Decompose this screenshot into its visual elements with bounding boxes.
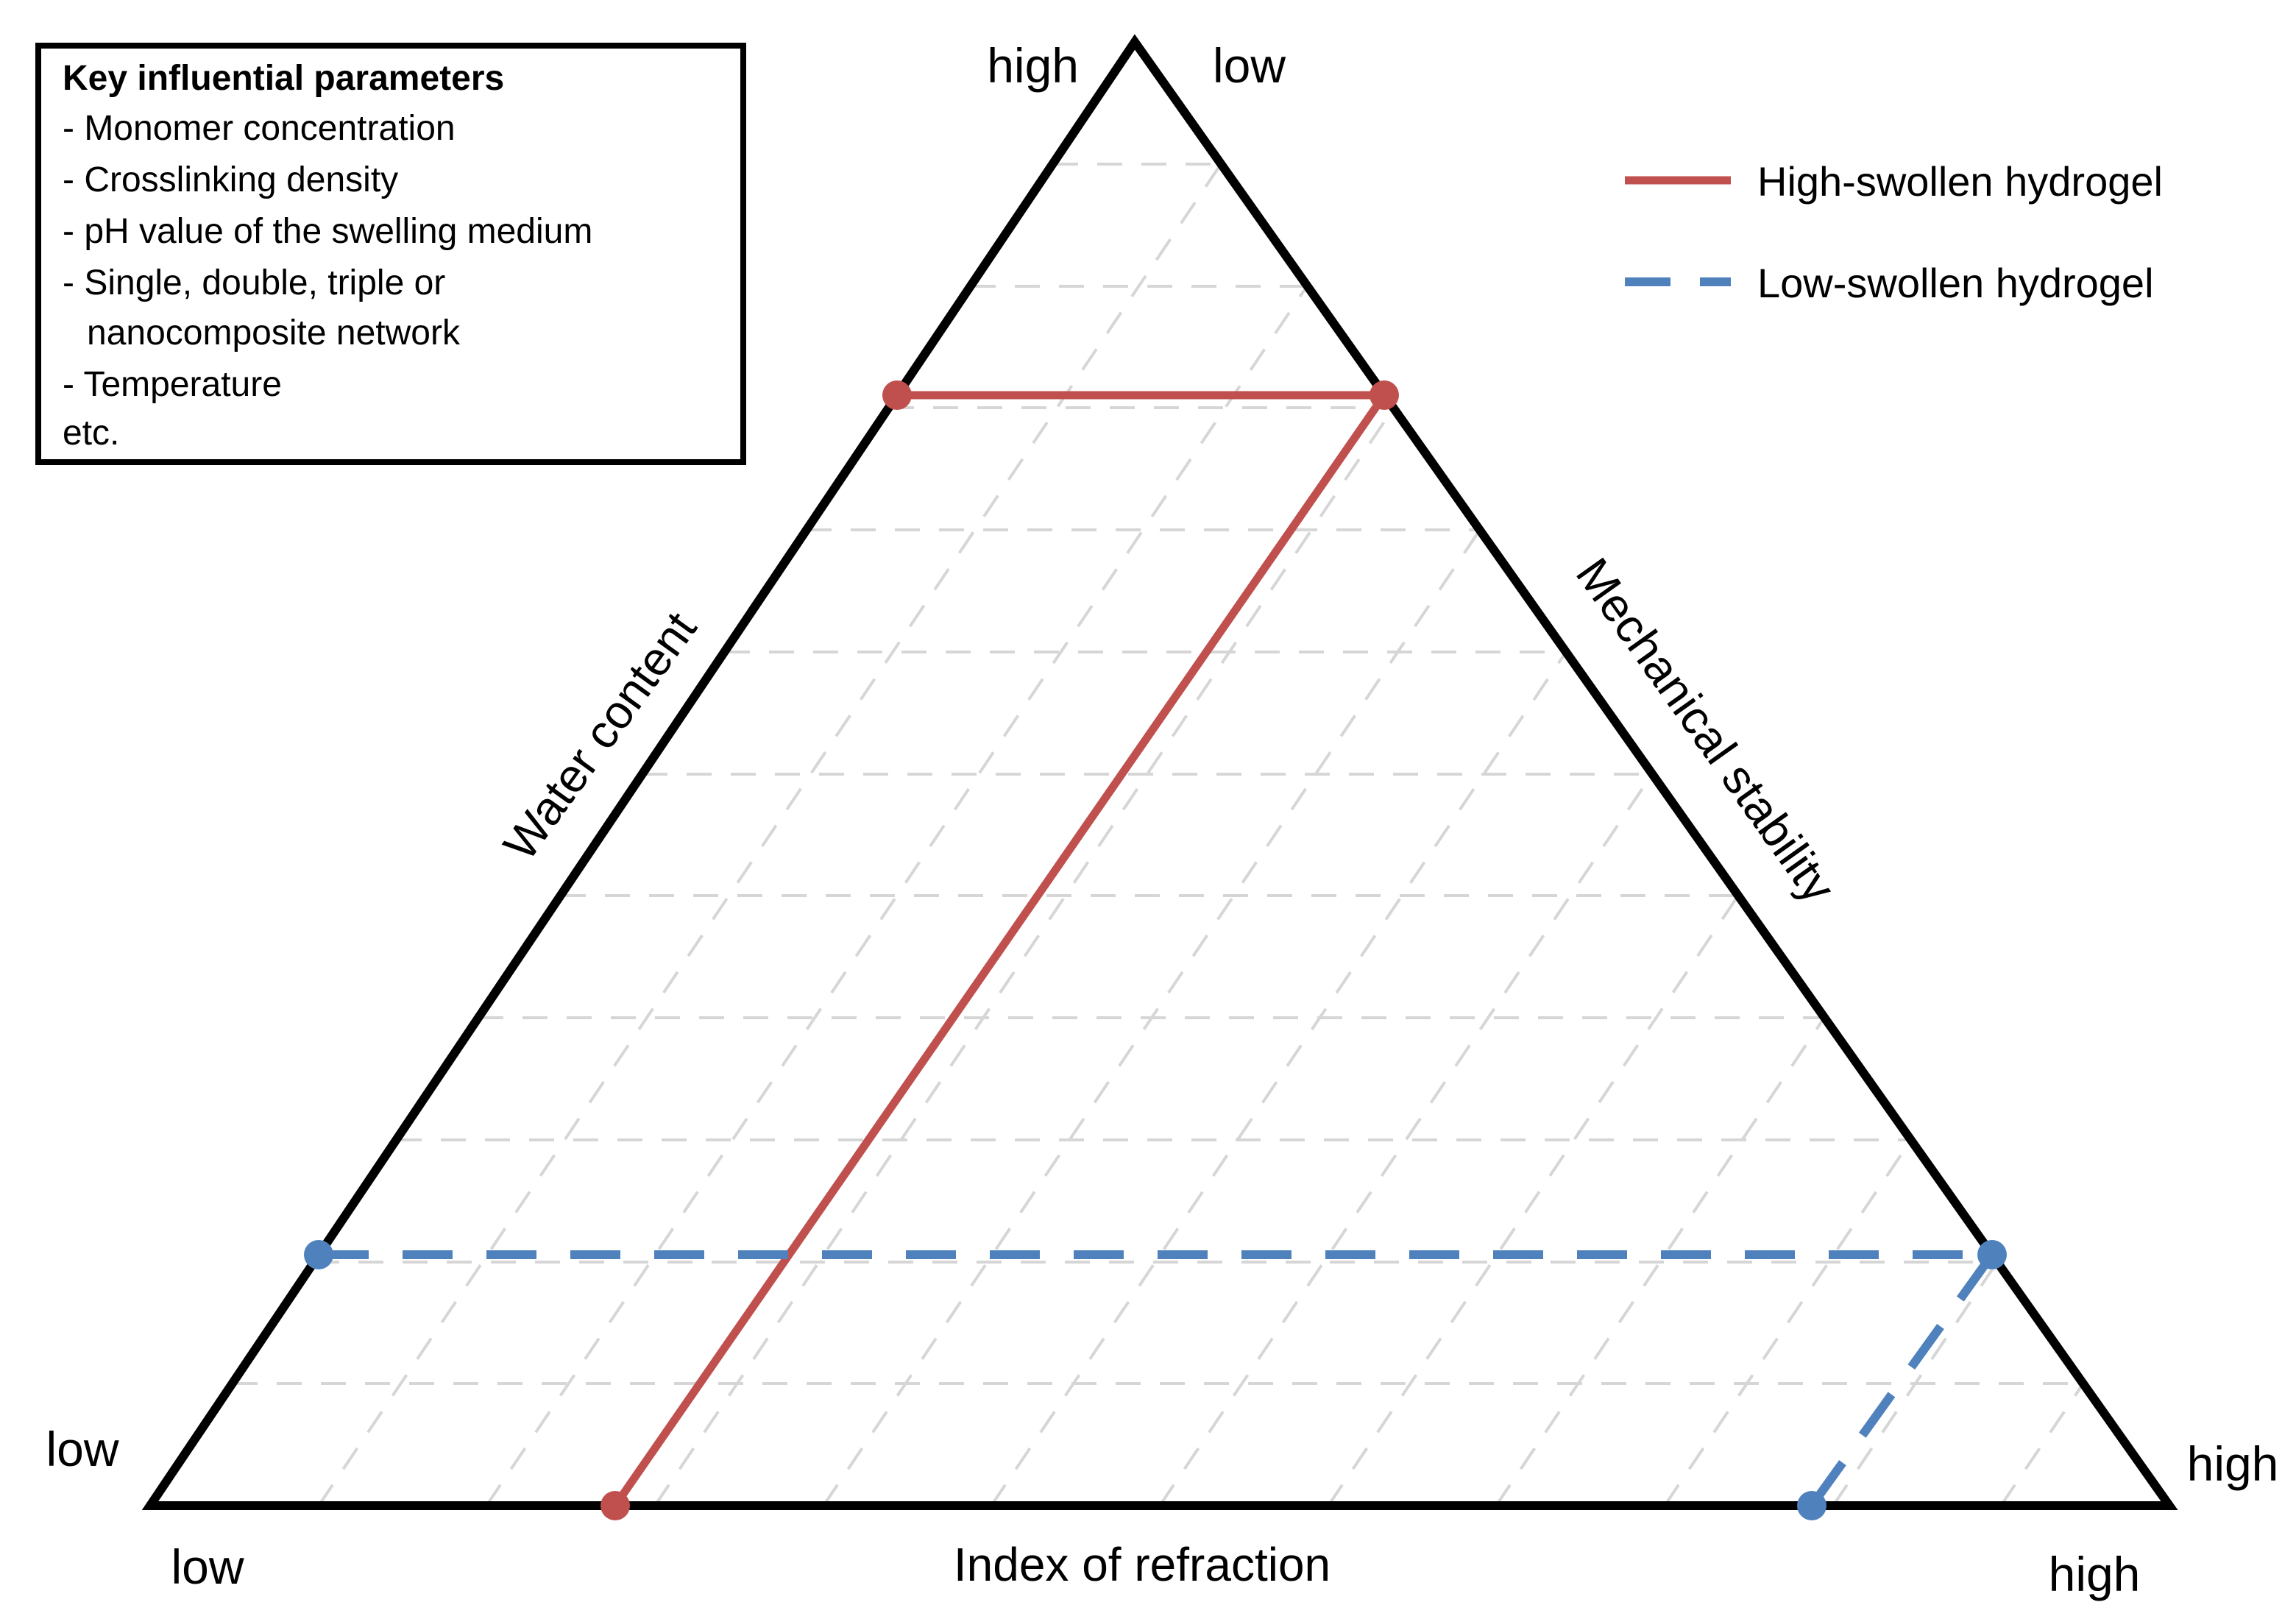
key-box-item: - Temperature <box>63 365 282 404</box>
gridline <box>822 528 1481 1507</box>
gridline <box>1495 1016 1826 1507</box>
legend-label-low-swollen: Low-swollen hydrogel <box>1757 260 2154 306</box>
high-swollen-path <box>612 391 1389 1509</box>
data-dot <box>1797 1491 1826 1520</box>
key-box-item: - Single, double, triple or <box>63 263 445 302</box>
key-parameters-box: Key influential parameters - Monomer con… <box>35 43 746 465</box>
gridline <box>1663 1138 1913 1507</box>
right-axis-title: Mechanical stability <box>1566 548 1846 912</box>
series-low-swollen <box>304 1240 2007 1520</box>
key-box-item: - pH value of the swelling medium <box>63 212 592 251</box>
apex-right-label: low <box>1213 38 1286 93</box>
gridline <box>990 651 1567 1507</box>
data-dot <box>304 1240 333 1269</box>
key-box-item: - Crosslinking density <box>63 160 398 199</box>
data-dot <box>1977 1240 2007 1269</box>
gridline <box>653 406 1395 1507</box>
bottom-left-label: low <box>171 1540 244 1594</box>
legend: High-swollen hydrogel Low-swollen hydrog… <box>1625 158 2163 306</box>
key-box-item: - Monomer concentration <box>63 109 456 148</box>
bottom-axis-title: Index of refraction <box>954 1538 1331 1591</box>
key-box-border <box>35 43 746 465</box>
low-swollen-path <box>319 1250 1996 1509</box>
key-box-item: etc. <box>63 414 119 453</box>
gridline <box>1327 894 1740 1507</box>
key-box-title: Key influential parameters <box>63 59 504 98</box>
gridline <box>1158 773 1654 1507</box>
ternary-triangle-outline <box>141 34 2178 1510</box>
gridline <box>317 163 1222 1507</box>
gridline <box>1832 1261 1999 1507</box>
series-high-swollen <box>600 380 1399 1520</box>
apex-left-label: high <box>987 38 1079 93</box>
data-dot <box>1370 380 1399 410</box>
data-dot <box>882 380 912 410</box>
gridline <box>1999 1382 2085 1507</box>
legend-label-high-swollen: High-swollen hydrogel <box>1757 158 2163 205</box>
bottom-right-label: high <box>2049 1547 2141 1601</box>
right-vertex-label: high <box>2187 1436 2279 1491</box>
left-vertex-label: low <box>46 1422 118 1476</box>
data-dot <box>600 1491 630 1520</box>
key-box-item: nanocomposite network <box>87 313 461 352</box>
ternary-grid <box>233 163 2085 1507</box>
gridline <box>485 285 1308 1507</box>
